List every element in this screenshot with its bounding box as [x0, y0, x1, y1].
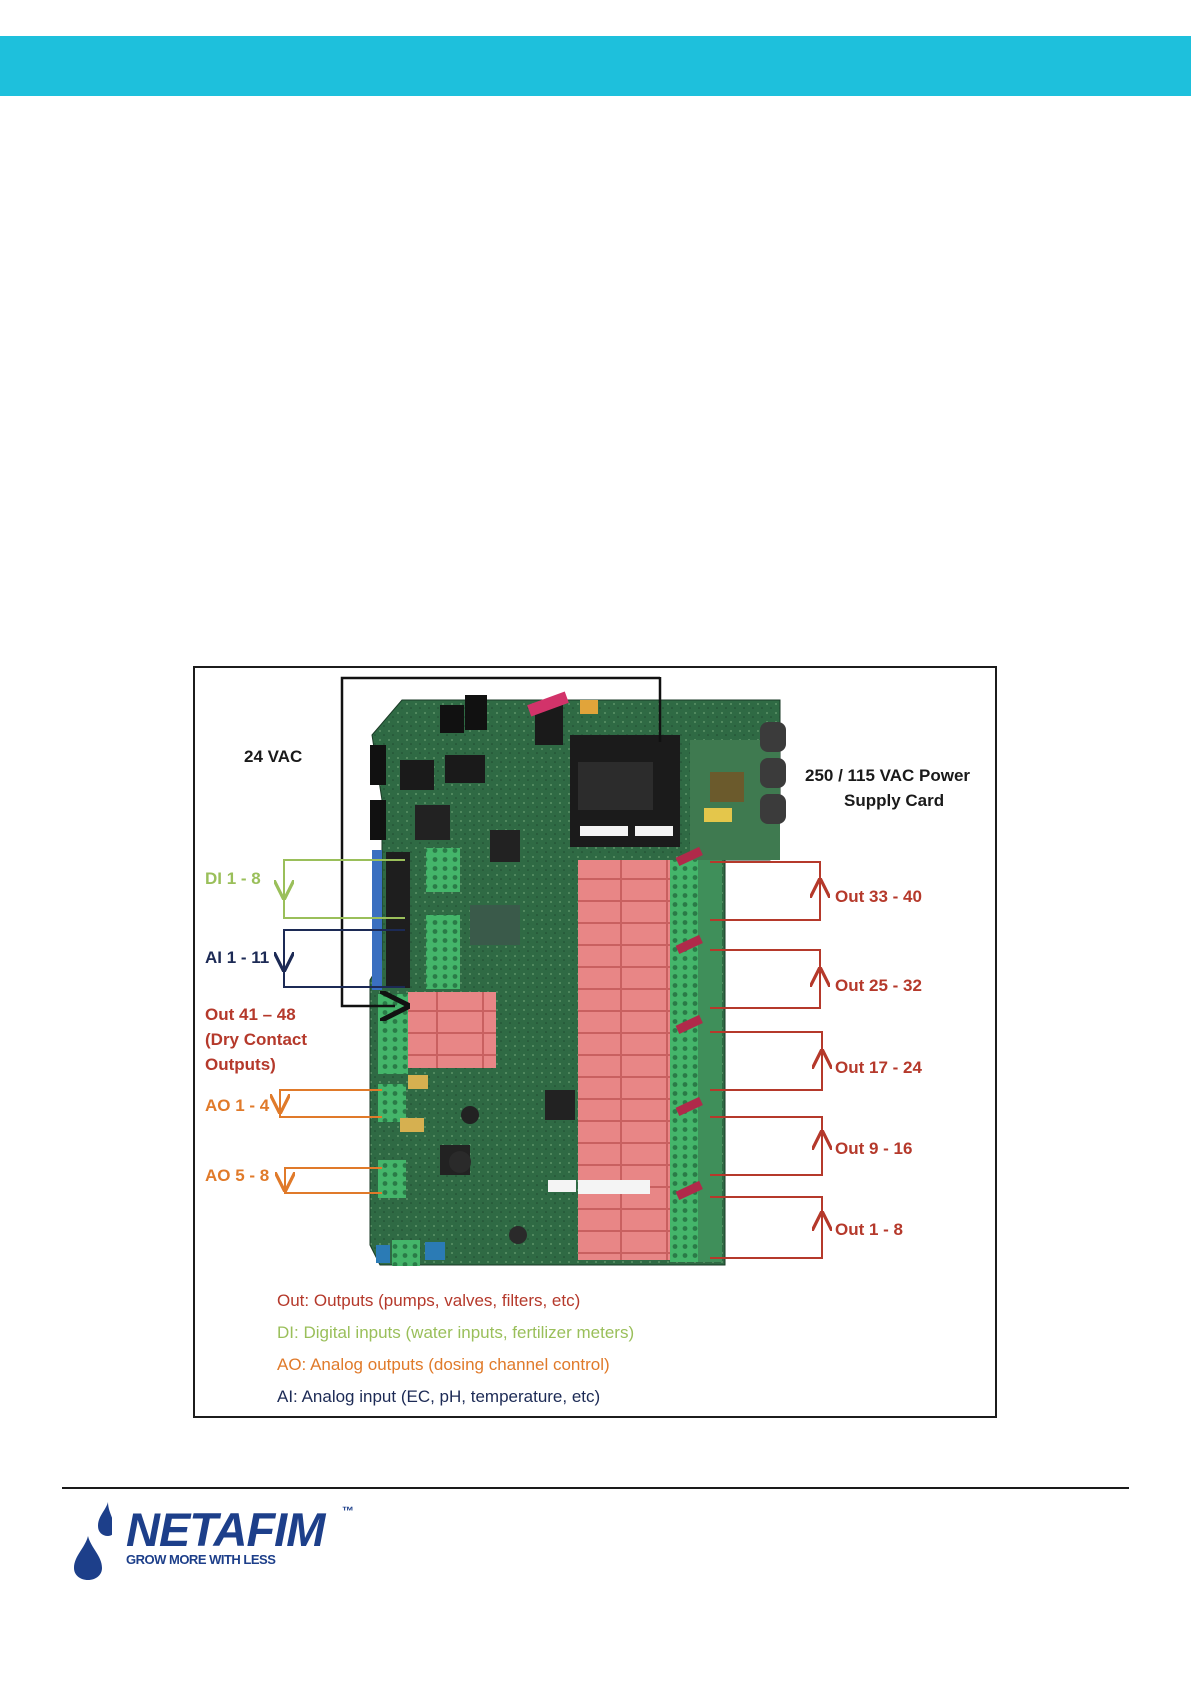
netafim-logo: NETAFIM ™ GROW MORE WITH LESS	[72, 1500, 372, 1580]
out1-label: Out 1 - 8	[835, 1220, 904, 1239]
out41-label-line3: Outputs)	[205, 1055, 276, 1074]
out41-label-line2: (Dry Contact	[205, 1030, 308, 1049]
legend-ao-text: Analog outputs (dosing channel control)	[306, 1355, 610, 1374]
footer-rule	[62, 1487, 1129, 1489]
legend-out-text: Outputs (pumps, valves, filters, etc)	[309, 1291, 581, 1310]
legend-ao: AO: Analog outputs (dosing channel contr…	[277, 1355, 610, 1375]
out33-label: Out 33 - 40	[835, 887, 922, 906]
logo-tagline: GROW MORE WITH LESS	[126, 1552, 276, 1567]
out17-bracket	[710, 1031, 823, 1091]
figure-frame	[193, 666, 997, 1418]
legend-di: DI: Digital inputs (water inputs, fertil…	[277, 1323, 634, 1343]
legend-ai-abbr: AI:	[277, 1387, 298, 1406]
out25-label: Out 25 - 32	[835, 976, 922, 995]
vac24-label: 24 VAC	[244, 747, 303, 766]
logo-wordmark: NETAFIM	[126, 1503, 325, 1556]
ao1-bracket	[279, 1089, 382, 1118]
out25-bracket	[710, 949, 821, 1009]
out9-bracket	[710, 1116, 823, 1176]
ao5-bracket	[284, 1167, 382, 1194]
vac24-leader	[340, 676, 660, 1006]
power-supply-label-line1: 250 / 115 VAC Power	[805, 766, 971, 785]
out33-bracket	[710, 861, 821, 921]
header-band	[0, 36, 1191, 96]
logo-trademark: ™	[342, 1504, 354, 1518]
power-supply-label-line2: Supply Card	[844, 791, 945, 810]
legend-out-abbr: Out:	[277, 1291, 310, 1310]
ao1-label: AO 1 - 4	[205, 1096, 270, 1115]
out17-label: Out 17 - 24	[835, 1058, 922, 1077]
out9-label: Out 9 - 16	[835, 1139, 913, 1158]
legend-out: Out: Outputs (pumps, valves, filters, et…	[277, 1291, 580, 1311]
pcb-photo	[369, 691, 786, 1266]
legend-di-text: Digital inputs (water inputs, fertilizer…	[298, 1323, 635, 1342]
legend-ai: AI: Analog input (EC, pH, temperature, e…	[277, 1387, 600, 1407]
out41-label-line1: Out 41 – 48	[205, 1005, 296, 1024]
ai-label: AI 1 - 11	[205, 948, 270, 967]
ao5-label: AO 5 - 8	[205, 1166, 270, 1185]
water-drop-icon	[74, 1502, 112, 1580]
out1-bracket	[710, 1196, 823, 1259]
out-brackets	[710, 861, 823, 1259]
legend-di-abbr: DI:	[277, 1323, 299, 1342]
di-label: DI 1 - 8	[205, 869, 261, 888]
legend-ao-abbr: AO:	[277, 1355, 307, 1374]
legend-ai-text: Analog input (EC, pH, temperature, etc)	[297, 1387, 601, 1406]
